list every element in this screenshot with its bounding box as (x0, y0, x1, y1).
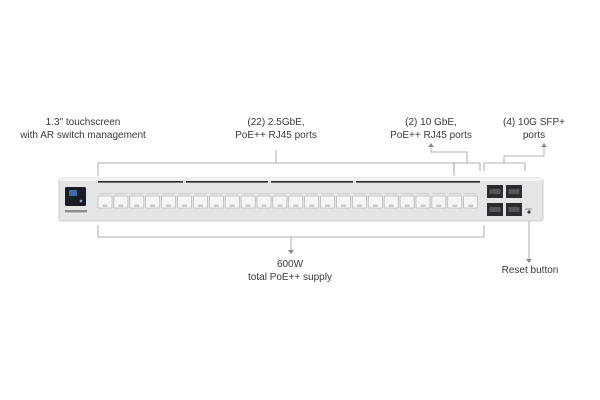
rj45-10g-callout: (2) 10 GbE, PoE++ RJ45 ports (376, 116, 486, 142)
touchscreen-panel (65, 187, 86, 206)
rj45-10g-bracket (453, 162, 481, 171)
rj45-port (113, 193, 129, 209)
reset-button (527, 210, 531, 214)
rj45-port (367, 193, 383, 209)
chassis-top-edge (59, 178, 543, 181)
reset-callout-line1: Reset button (501, 265, 559, 276)
rj45-port (288, 193, 304, 209)
sfp-callout-line1: (4) 10G SFP+ (503, 117, 565, 128)
sfp-connector (503, 146, 545, 163)
sfp-port (506, 203, 522, 216)
poe-supply-callout: 600W total PoE++ supply (230, 258, 350, 284)
rj45-port (272, 193, 288, 209)
status-strip (98, 181, 480, 183)
sfp-port (487, 185, 503, 198)
rj45-port (193, 193, 208, 209)
sfp-callout-line2: ports (522, 130, 546, 141)
sfp-port (487, 203, 503, 216)
rj45-25g-callout-line2: PoE++ RJ45 ports (235, 130, 317, 141)
status-strip-gap-2 (268, 180, 271, 184)
rj45-port (336, 193, 351, 209)
rj45-port (177, 193, 192, 209)
sfp-arrow-icon (541, 143, 547, 147)
arrow-heads (288, 143, 547, 263)
reset-callout: Reset button (490, 264, 570, 277)
rj45-port (415, 193, 431, 209)
touchscreen-callout-line1: 1.3" touchscreen (45, 117, 121, 128)
rj45-port (224, 193, 240, 209)
rj45-port (447, 193, 463, 209)
touchscreen-callout: 1.3" touchscreen with AR switch manageme… (8, 116, 158, 142)
rj45-25g-bracket (97, 162, 455, 176)
rj45-10g-arrow-icon (428, 143, 434, 147)
touchscreen (65, 187, 87, 213)
rj45-port (304, 193, 320, 209)
rj45-port (161, 193, 176, 209)
status-strip-gap-3 (353, 180, 356, 184)
rj45-25g-callout: (22) 2.5GbE, PoE++ RJ45 ports (206, 116, 346, 142)
rj45-port (431, 193, 447, 209)
rj45-port (129, 193, 145, 209)
sfp-ports (487, 185, 522, 216)
rj45-port (240, 193, 256, 209)
poe-supply-bracket (97, 225, 485, 238)
rj45-port (383, 193, 399, 209)
touchscreen-indicator (79, 199, 83, 203)
touchscreen-display (69, 190, 77, 196)
rj45-port (97, 193, 113, 209)
rj45-port (320, 193, 335, 209)
sfp-bracket (483, 162, 526, 171)
rj45-10g-connector (430, 146, 468, 163)
sfp-callout: (4) 10G SFP+ ports (494, 116, 574, 142)
rj45-port (463, 193, 479, 209)
rj45-port (209, 193, 224, 209)
rj45-port (256, 193, 272, 209)
poe-supply-callout-line1: 600W (276, 259, 304, 270)
sfp-port (506, 185, 522, 198)
rj45-port (145, 193, 160, 209)
unifi-logo (65, 210, 87, 213)
touchscreen-callout-line2: with AR switch management (20, 130, 146, 141)
reset-arrow-icon (526, 259, 532, 263)
status-strip-gap-1 (183, 180, 186, 184)
rj45-ports (97, 193, 479, 209)
status-led (525, 208, 532, 210)
rj45-port (399, 193, 415, 209)
rj45-10g-callout-line1: (2) 10 GbE, (405, 117, 457, 128)
rj45-port (352, 193, 367, 209)
rj45-25g-callout-line1: (22) 2.5GbE, (247, 117, 305, 128)
rj45-10g-callout-line2: PoE++ RJ45 ports (390, 130, 472, 141)
poe-supply-callout-line2: total PoE++ supply (248, 272, 332, 283)
leader-lines (97, 146, 545, 260)
poe-supply-arrow-icon (288, 250, 294, 254)
